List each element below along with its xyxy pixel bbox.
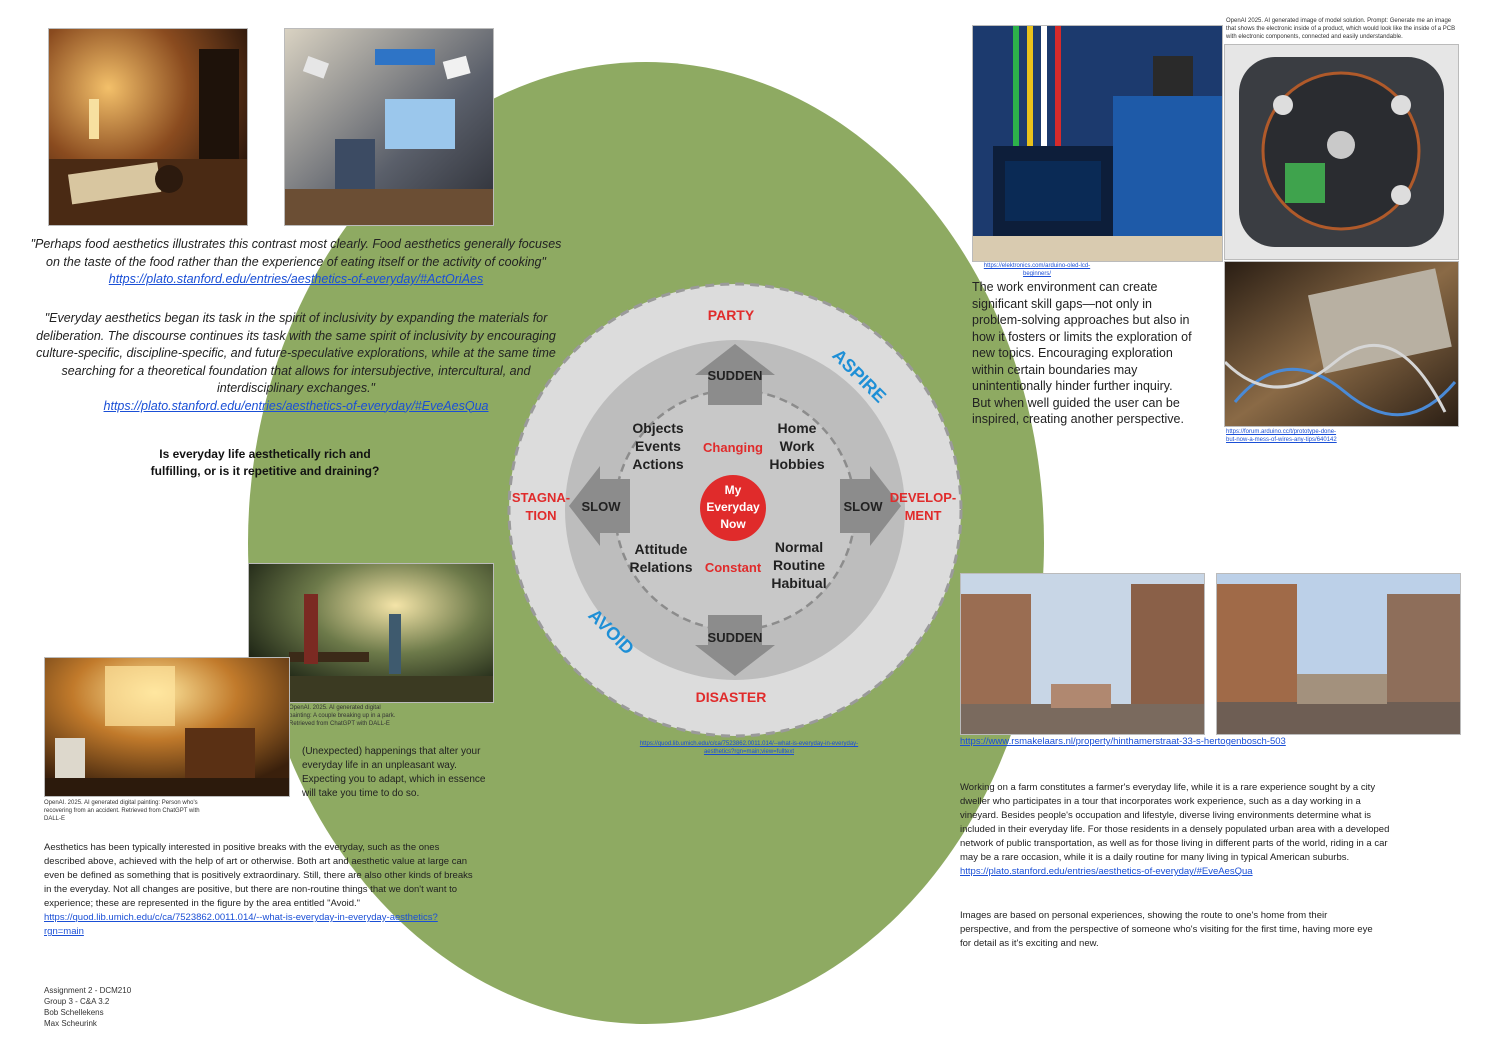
wires-link[interactable]: https://forum.arduino.cc/t/prototype-don… (1226, 429, 1337, 443)
central-question: Is everyday life aesthetically rich and … (150, 447, 380, 478)
stagnation-label-2: TION (525, 508, 556, 523)
photo-cozy-table (48, 28, 248, 226)
caption-recovering: OpenAI. 2025. AI generated digital paint… (44, 800, 200, 822)
quadrant-top-left-3: Actions (632, 456, 684, 472)
work-environment-text: The work environment can create signific… (972, 280, 1192, 426)
center-label-1: My (725, 483, 742, 497)
quote-food-link[interactable]: https://plato.stanford.edu/entries/aesth… (108, 272, 484, 286)
quadrant-top-right-3: Hobbies (769, 456, 824, 472)
development-label-2: MENT (905, 508, 942, 523)
credit-line: Group 3 - C&A 3.2 (44, 997, 110, 1006)
constant-label: Constant (705, 560, 762, 575)
photo-messy-wires (1224, 261, 1459, 427)
center-label-3: Now (720, 517, 746, 531)
farm-link[interactable]: https://plato.stanford.edu/entries/aesth… (960, 866, 1253, 877)
breaks-text: Aesthetics has been typically interested… (44, 842, 473, 909)
photo-street-detailed (1216, 573, 1461, 735)
slow-right-label: SLOW (844, 499, 884, 514)
everyday-diagram: SUDDEN SUDDEN SLOW SLOW PARTY DISASTER S… (507, 282, 963, 738)
photo-recovering (44, 657, 290, 797)
changing-label: Changing (703, 440, 763, 455)
arduino-link[interactable]: https://elektronics.com/arduino-oled-lcd… (983, 263, 1091, 277)
arrow-down-icon (695, 615, 775, 676)
avoid-happenings-text: (Unexpected) happenings that alter your … (302, 746, 486, 799)
diagram-source-link-2[interactable]: aesthetics?rgn=main;view=fulltext (703, 749, 795, 755)
quadrant-bottom-right-2: Routine (773, 557, 825, 573)
sudden-bottom-label: SUDDEN (708, 630, 763, 645)
quadrant-top-right-1: Home (778, 420, 817, 436)
credit-line: Bob Schellekens (44, 1008, 104, 1017)
slow-left-label: SLOW (582, 499, 622, 514)
images-note-text: Images are based on personal experiences… (960, 910, 1373, 949)
street-link[interactable]: https://www.rsmakelaars.nl/property/hint… (960, 736, 1286, 747)
party-label: PARTY (708, 307, 755, 323)
disaster-label: DISASTER (696, 689, 767, 705)
photo-arduino-oled (972, 25, 1223, 262)
quote-food: "Perhaps food aesthetics illustrates thi… (30, 237, 562, 269)
arrow-up-icon (695, 344, 775, 405)
photo-chaotic-desk (284, 28, 494, 226)
diagram-source-link-1[interactable]: https://quod.lib.umich.edu/c/ca/7523862.… (639, 741, 859, 747)
stagnation-label-1: STAGNA- (512, 490, 570, 505)
photo-pcb (1224, 44, 1459, 260)
quote-inclusivity-link[interactable]: https://plato.stanford.edu/entries/aesth… (103, 398, 489, 413)
quadrant-bottom-right-1: Normal (775, 539, 823, 555)
sudden-top-label: SUDDEN (708, 368, 763, 383)
quadrant-bottom-left-2: Relations (629, 559, 692, 575)
arrow-right-icon (840, 466, 901, 546)
credit-line: Max Scheurink (44, 1019, 97, 1028)
quadrant-top-left-2: Events (635, 438, 681, 454)
credit-line: Assignment 2 - DCM210 (44, 986, 132, 995)
quadrant-top-right-2: Work (780, 438, 815, 454)
farm-text: Working on a farm constitutes a farmer's… (960, 782, 1390, 863)
quadrant-bottom-left-1: Attitude (635, 541, 688, 557)
quote-inclusivity: "Everyday aesthetics began its task in t… (36, 311, 556, 395)
credits: Assignment 2 - DCM210 Group 3 - C&A 3.2 … (44, 985, 131, 1029)
quadrant-top-left-1: Objects (632, 420, 684, 436)
caption-pcb: OpenAI 2025. AI generated image of model… (1226, 18, 1456, 40)
quadrant-bottom-right-3: Habitual (771, 575, 826, 591)
breaks-link[interactable]: https://quod.lib.umich.edu/c/ca/7523862.… (44, 912, 438, 937)
center-circle (700, 475, 766, 541)
photo-street-blurred (960, 573, 1205, 735)
development-label-1: DEVELOP- (890, 490, 956, 505)
caption-breakup: OpenAI. 2025. AI generated digital paint… (289, 705, 396, 727)
center-label-2: Everyday (706, 500, 760, 514)
arrow-left-icon (569, 466, 630, 546)
